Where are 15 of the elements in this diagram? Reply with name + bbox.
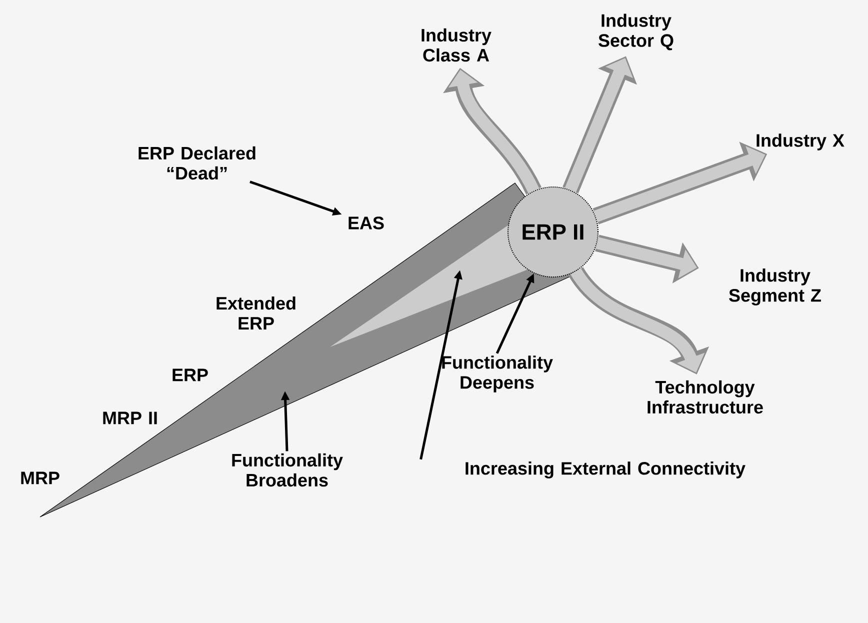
text-label: Functionality Broadens: [232, 453, 343, 487]
industry-label: Technology Infrastructure: [648, 380, 763, 414]
text-label: Increasing External Connectivity: [466, 462, 746, 478]
text-label: ERP Declared “Dead”: [138, 146, 256, 180]
stage-label: MRP II: [103, 412, 157, 424]
stage-label: MRP: [21, 472, 60, 484]
stage-label: ERP: [172, 368, 208, 382]
industry-label: Industry Class A: [422, 28, 492, 62]
stage-label: Extended ERP: [216, 296, 296, 330]
text-label: Functionality Deepens: [442, 356, 553, 392]
industry-label: Industry X: [756, 134, 844, 150]
industry-label: Industry Segment Z: [729, 268, 821, 306]
industry-label: Industry Sector Q: [598, 14, 674, 50]
circle-node: ERP II: [508, 186, 598, 278]
text-label: EAS: [348, 216, 384, 230]
